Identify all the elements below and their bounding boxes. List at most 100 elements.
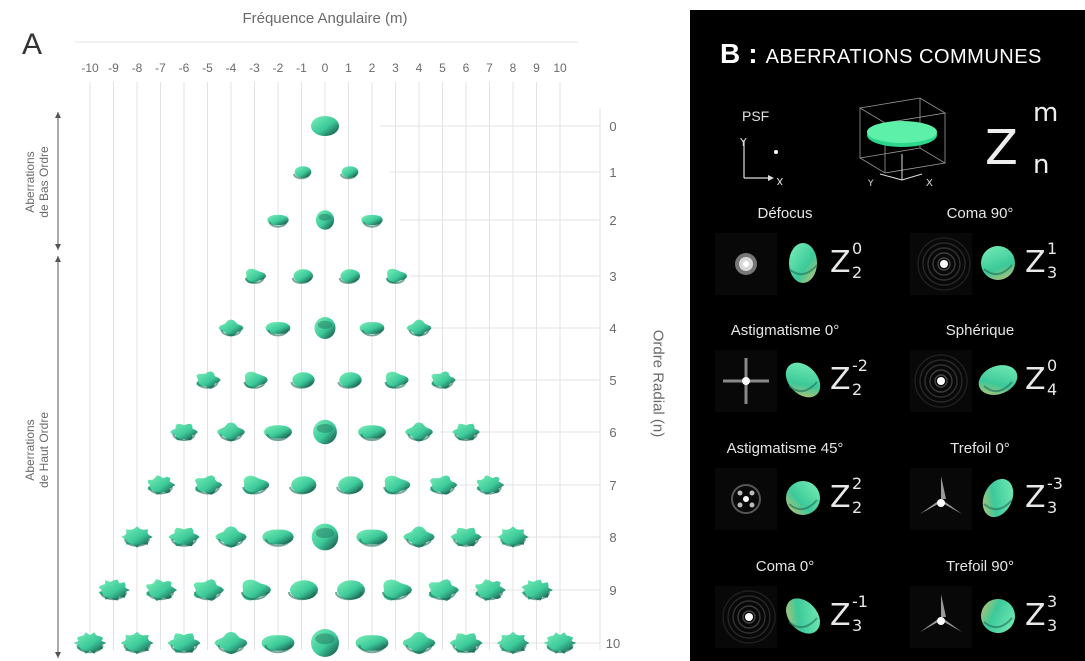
zernike-surface bbox=[121, 526, 153, 548]
zernike-surface bbox=[384, 371, 409, 389]
aberration-title: Astigmatisme 45° bbox=[726, 440, 844, 457]
aberration-surface bbox=[982, 478, 1014, 518]
zernike-surface bbox=[261, 635, 295, 654]
low-order-label-line1: Aberrations bbox=[23, 151, 37, 213]
low-order-label-line2: de Bas Ordre bbox=[37, 146, 51, 218]
zernike-surface bbox=[429, 475, 458, 495]
zernike-n: 3 bbox=[852, 616, 863, 635]
zernike-surface bbox=[265, 322, 291, 337]
zernike-surface bbox=[405, 422, 433, 442]
zernike-surface bbox=[356, 529, 388, 547]
legend-psf-axes: Y X bbox=[739, 136, 784, 185]
zernike-z: Z bbox=[1025, 480, 1046, 515]
aberration-surface bbox=[981, 246, 1015, 280]
m-tick-label: 3 bbox=[392, 61, 399, 75]
zernike-surface bbox=[402, 631, 436, 655]
aberration-surface bbox=[981, 599, 1015, 633]
m-tick-label: 8 bbox=[510, 61, 517, 75]
zernike-surface bbox=[338, 269, 361, 285]
zernike-surface bbox=[358, 425, 386, 442]
legend-axis-y: Y bbox=[739, 136, 747, 149]
zernike-surface bbox=[196, 371, 221, 389]
zernike-surface bbox=[313, 419, 337, 445]
legend-3d-axis-x: X bbox=[926, 178, 933, 189]
zernike-n: 2 bbox=[852, 263, 863, 282]
legend-axis-x: X bbox=[776, 176, 784, 185]
zernike-surface bbox=[215, 526, 247, 548]
zernike-surface bbox=[337, 372, 362, 389]
m-tick-label: -4 bbox=[226, 61, 237, 75]
aberration-title: Trefoil 0° bbox=[950, 440, 1010, 457]
zernike-surface bbox=[521, 579, 553, 601]
zernike-surface bbox=[193, 579, 224, 601]
zernike-n: 2 bbox=[852, 498, 863, 517]
zernike-m: -3 bbox=[1047, 474, 1063, 493]
zernike-surface bbox=[242, 475, 270, 495]
zernike-surface bbox=[120, 631, 154, 655]
aberration-title: Trefoil 90° bbox=[946, 558, 1014, 575]
zernike-surface bbox=[361, 214, 383, 228]
aberration-surface bbox=[788, 243, 818, 283]
zernike-surface bbox=[314, 317, 336, 339]
zernike-m: 2 bbox=[852, 474, 863, 493]
aberration-title: Astigmatisme 0° bbox=[730, 322, 840, 339]
zernike-surface bbox=[403, 526, 435, 548]
n-tick-label: 6 bbox=[609, 425, 616, 440]
zernike-m: -2 bbox=[852, 356, 868, 375]
zernike-surface bbox=[339, 166, 359, 180]
m-tick-label: 5 bbox=[439, 61, 446, 75]
n-tick-label: 5 bbox=[609, 373, 616, 388]
legend-z: Z bbox=[985, 120, 1018, 176]
zernike-surface bbox=[73, 632, 107, 654]
zernike-surface bbox=[359, 322, 385, 337]
zernike-surface bbox=[240, 579, 271, 601]
m-tick-label: 10 bbox=[553, 61, 567, 75]
aberration-surface bbox=[786, 598, 820, 634]
zernike-surface bbox=[334, 580, 365, 601]
n-tick-label: 3 bbox=[609, 269, 616, 284]
zernike-surface bbox=[311, 523, 339, 551]
legend-psf-label: PSF bbox=[742, 108, 770, 124]
zernike-surface bbox=[267, 214, 289, 228]
zernike-m: -1 bbox=[852, 592, 868, 611]
m-tick-label: 7 bbox=[486, 61, 493, 75]
zernike-surface bbox=[476, 475, 505, 495]
zernike-surface bbox=[291, 269, 314, 285]
zernike-surface bbox=[311, 116, 339, 136]
panel-b-title: B:ABERRATIONS COMMUNES bbox=[720, 38, 1042, 70]
n-tick-label: 4 bbox=[609, 321, 616, 336]
m-tick-label: -10 bbox=[81, 61, 99, 75]
n-tick-label: 7 bbox=[609, 478, 616, 493]
zernike-surface bbox=[147, 475, 176, 495]
zernike-surface bbox=[543, 632, 577, 654]
zernike-surface bbox=[383, 475, 411, 495]
n-tick-label: 8 bbox=[609, 530, 616, 545]
zernike-m: 0 bbox=[852, 239, 863, 258]
aberration-title: Sphérique bbox=[945, 322, 1015, 339]
zernike-surface bbox=[428, 579, 459, 601]
n-tick-label: 1 bbox=[609, 165, 616, 180]
zernike-surface bbox=[243, 371, 268, 389]
aberration-title: Coma 0° bbox=[755, 558, 815, 575]
zernike-surface bbox=[170, 423, 198, 442]
zernike-surface bbox=[475, 579, 506, 601]
zernike-n: 3 bbox=[1047, 263, 1058, 282]
m-tick-label: -9 bbox=[108, 61, 119, 75]
zernike-surface bbox=[244, 268, 267, 285]
aberration-surface bbox=[786, 481, 820, 515]
x-axis-title: Fréquence Angulaire (m) bbox=[242, 10, 408, 27]
m-tick-label: -2 bbox=[273, 61, 284, 75]
zernike-m: 1 bbox=[1047, 239, 1058, 258]
panel-b-title-text: ABERRATIONS COMMUNES bbox=[765, 46, 1042, 68]
m-tick-label: -5 bbox=[202, 61, 213, 75]
zernike-surface bbox=[449, 633, 483, 654]
zernike-surface bbox=[262, 529, 294, 547]
zernike-surface bbox=[336, 476, 364, 495]
m-tick-label: -3 bbox=[249, 61, 260, 75]
m-tick-label: -1 bbox=[296, 61, 307, 75]
zernike-surface bbox=[218, 319, 244, 337]
zernike-surface bbox=[381, 579, 412, 601]
legend-zernike-symbol: Z m n bbox=[985, 98, 1075, 190]
